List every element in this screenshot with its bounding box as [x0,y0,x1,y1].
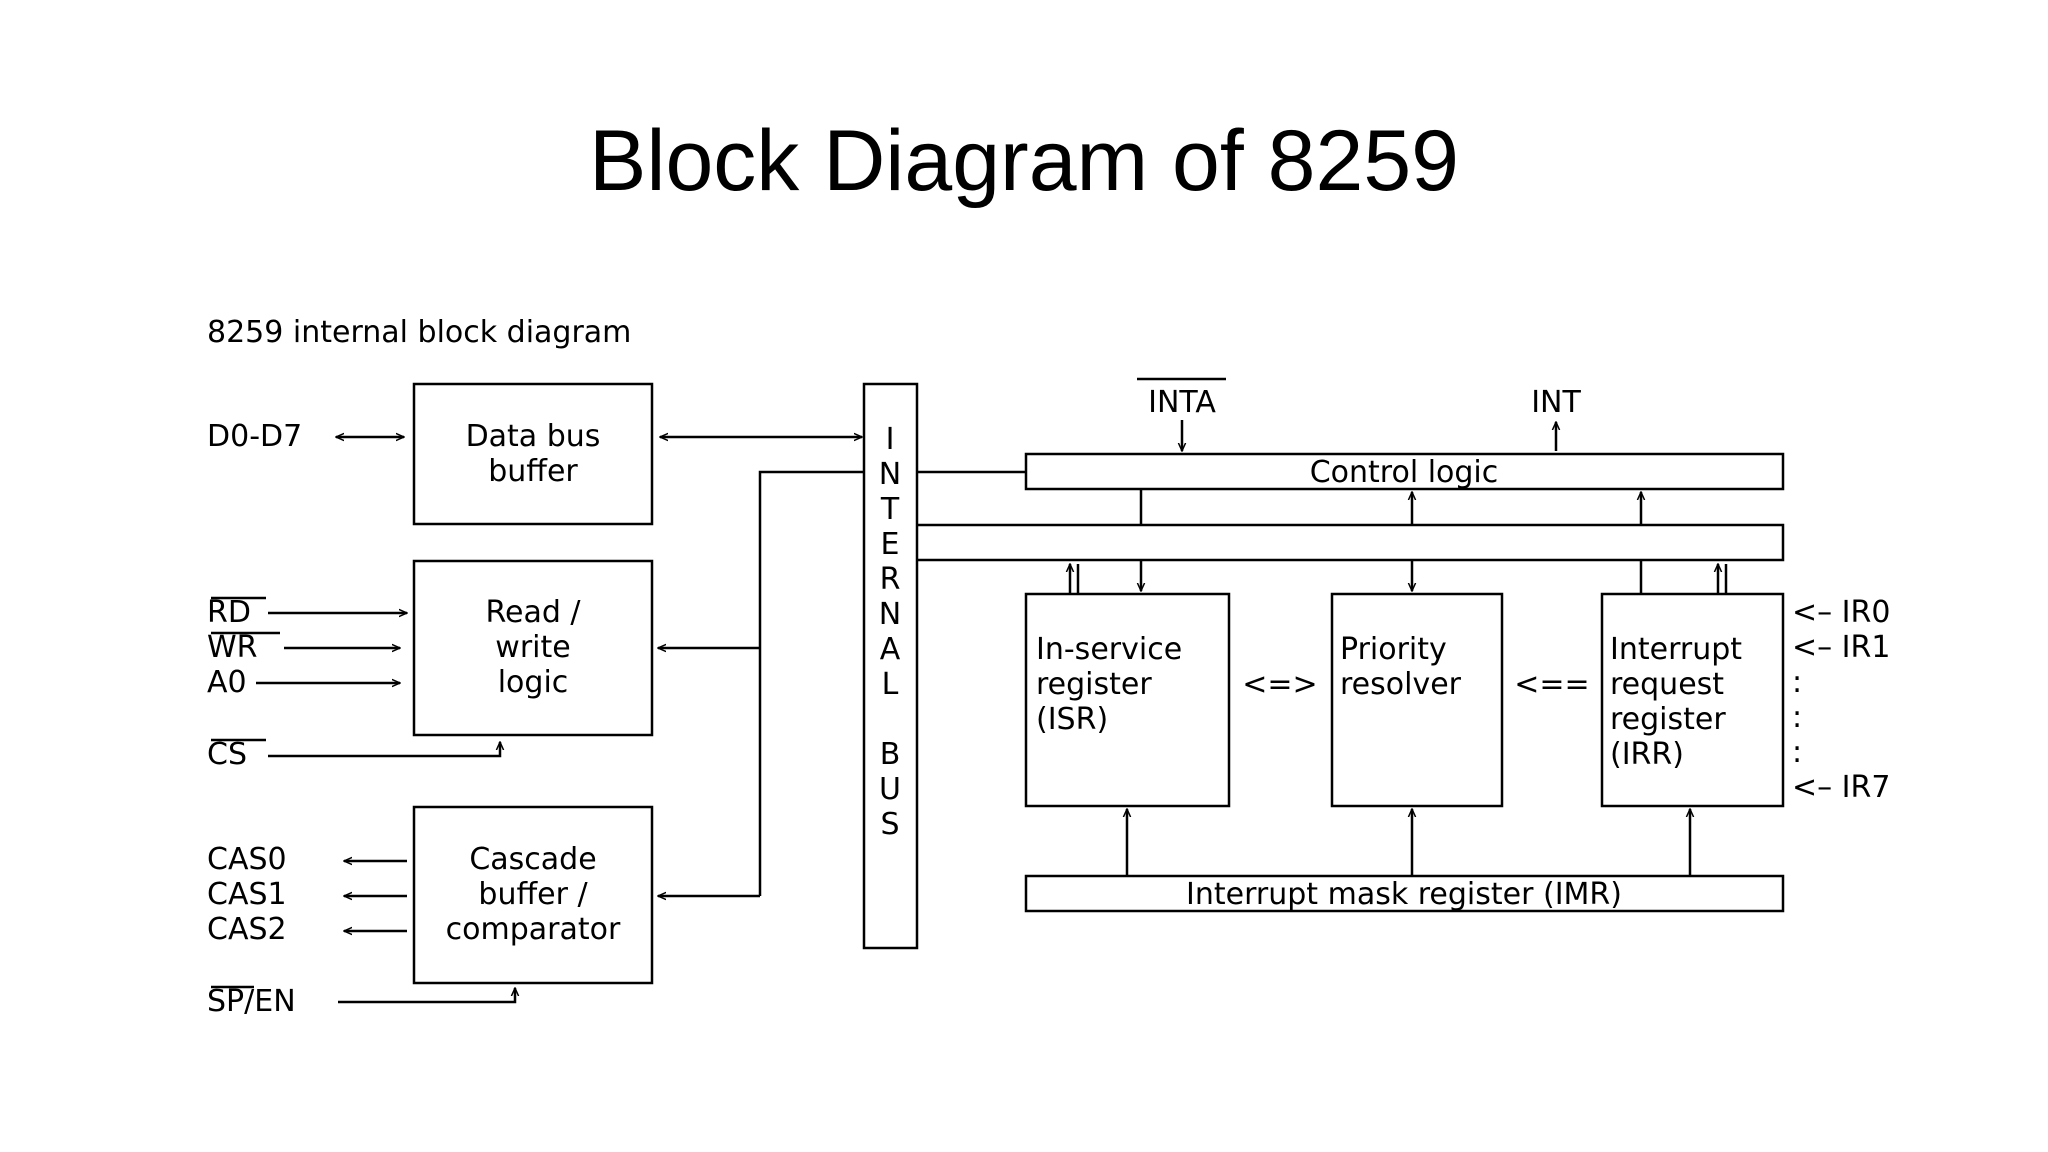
internal-bus-letter: L [882,667,899,702]
signal-cas2: CAS2 [207,912,287,947]
control-logic-block: Control logic [1024,452,1785,491]
internal-bus-letter: R [880,562,901,597]
diagram-caption: 8259 internal block diagram [207,315,631,350]
isr-priority-link: <=> [1242,667,1317,702]
signal-ir-dots-1: : [1792,665,1802,700]
irr-label-line3: register [1610,702,1726,737]
internal-bus-letter: S [880,807,899,842]
cascade-label-line2: buffer / [478,877,588,912]
control-logic-label: Control logic [1310,455,1499,490]
signal-d0-d7: D0-D7 [207,419,302,454]
lower-bus-bar [917,523,1785,562]
isr-label-line2: register [1036,667,1152,702]
internal-bus-letter: U [879,772,901,807]
signal-a0: A0 [207,665,247,700]
priority-label-line2: resolver [1340,667,1462,702]
isr-label-line1: In-service [1036,632,1182,667]
data-bus-buffer-block: Data bus buffer [412,382,654,526]
priority-irr-link: <== [1514,667,1589,702]
internal-bus-letter: T [880,492,900,527]
signal-cas0: CAS0 [207,842,287,877]
irr-block: Interrupt request register (IRR) [1600,592,1785,808]
priority-label-line1: Priority [1340,632,1447,667]
signal-ir1: <– IR1 [1792,630,1890,665]
internal-bus-letter: B [880,737,901,772]
slide-title: Block Diagram of 8259 [589,113,1459,209]
isr-label-line3: (ISR) [1036,702,1108,737]
signal-ir-dots-3: : [1792,735,1802,770]
signal-wr: WR [207,630,258,665]
cascade-buffer-block: Cascade buffer / comparator [412,805,654,985]
internal-bus-letter: A [880,632,901,667]
signal-cas1: CAS1 [207,877,287,912]
irr-label-line4: (IRR) [1610,737,1684,772]
irr-label-line2: request [1610,667,1724,702]
signal-ir7: <– IR7 [1792,770,1890,805]
signal-cs: CS [207,737,247,772]
cascade-label-line3: comparator [446,912,621,947]
read-write-logic-block: Read / write logic [412,559,654,737]
isr-block: In-service register (ISR) [1024,592,1231,808]
data-bus-buffer-label-line2: buffer [488,454,578,489]
imr-block: Interrupt mask register (IMR) [1024,874,1785,913]
priority-resolver-block: Priority resolver [1330,592,1504,808]
internal-bus-letter: N [879,597,901,632]
data-bus-buffer-label-line1: Data bus [466,419,601,454]
cascade-label-line1: Cascade [469,842,596,877]
read-write-label-line3: logic [498,665,569,700]
signal-ir-dots-2: : [1792,700,1802,735]
imr-label: Interrupt mask register (IMR) [1186,877,1622,912]
read-write-label-line2: write [495,630,570,665]
internal-bus-letter: I [886,422,895,457]
read-write-label-line1: Read / [485,595,581,630]
signal-rd: RD [207,595,251,630]
signal-int: INT [1531,385,1581,420]
signal-sp-en: SP/EN [207,984,296,1019]
arrow-sp-en [338,988,515,1004]
bus-spine [758,470,864,896]
signal-inta: INTA [1148,385,1216,420]
internal-bus-letter: N [879,457,901,492]
irr-label-line1: Interrupt [1610,632,1742,667]
signal-ir0: <– IR0 [1792,595,1890,630]
arrow-cs [268,742,500,758]
internal-bus-letter: E [881,527,900,562]
